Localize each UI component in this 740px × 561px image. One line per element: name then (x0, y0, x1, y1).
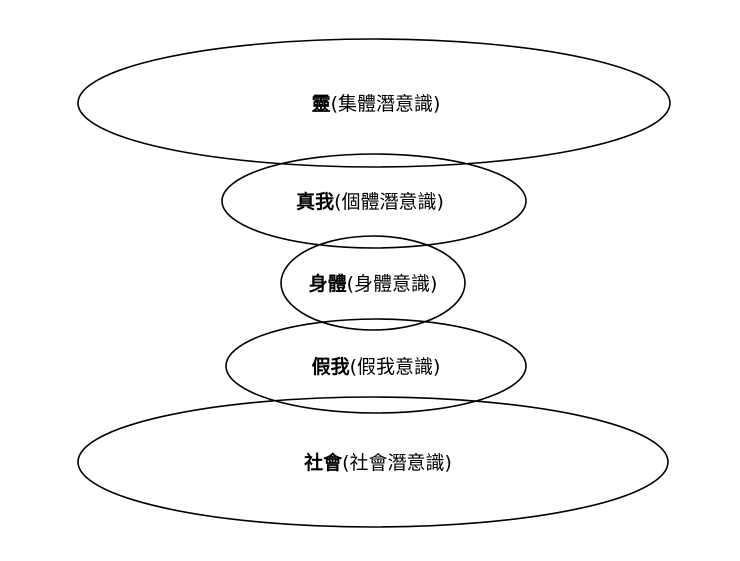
label-society-sub: (社會潛意識) (342, 452, 452, 474)
label-false-self-main: 假我 (312, 355, 350, 378)
label-true-self: 真我(個體潛意識) (296, 190, 444, 213)
label-false-self: 假我(假我意識) (312, 355, 441, 378)
label-society: 社會(社會潛意識) (303, 451, 452, 474)
label-body: 身體(身體意識) (309, 272, 438, 295)
ellipse-body (280, 235, 466, 331)
label-body-sub: (身體意識) (347, 273, 438, 295)
label-society-main: 社會 (303, 451, 343, 474)
label-false-self-sub: (假我意識) (350, 356, 441, 378)
ellipse-spirit (77, 38, 671, 168)
label-body-main: 身體 (309, 272, 347, 295)
label-spirit-sub: (集體潛意識) (331, 93, 441, 115)
label-spirit-main: 靈 (312, 93, 331, 115)
label-true-self-main: 真我 (296, 190, 334, 213)
ellipse-true-self (221, 153, 527, 249)
label-spirit: 靈(集體潛意識) (312, 93, 441, 115)
ellipse-society (77, 396, 669, 528)
ellipse-false-self (225, 318, 527, 414)
label-true-self-sub: (個體潛意識) (334, 191, 444, 213)
